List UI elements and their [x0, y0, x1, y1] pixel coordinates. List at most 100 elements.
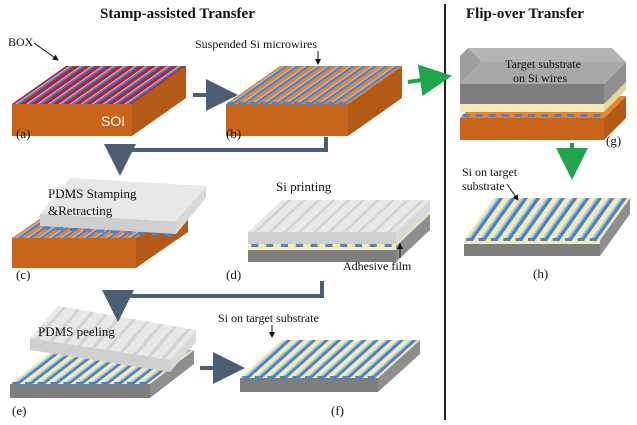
panel-g-wire-end	[514, 114, 522, 117]
stamp-transfer-title: Stamp-assisted Transfer	[100, 6, 255, 22]
panel-e-wire-end	[139, 382, 147, 385]
panel-h-wire-highlight	[516, 198, 549, 240]
panel-b-wire-highlight	[273, 66, 330, 104]
pdms-stamp-groove-wire	[386, 200, 425, 232]
panel-g-wire-end	[528, 114, 535, 117]
panel-h-wire-highlight	[528, 198, 562, 240]
panel-f-wire-highlight	[343, 340, 388, 378]
panel-g-wire-end	[593, 114, 601, 117]
soi-wafer-front	[12, 104, 132, 136]
soi-wafer-front	[12, 238, 136, 268]
target-substrate-side	[600, 198, 630, 256]
panel-e-wire-end	[126, 382, 134, 385]
panel-f-wire-end	[305, 376, 312, 379]
panel-c-diagram	[12, 178, 206, 268]
panel-a-wire-highlight	[113, 66, 169, 104]
panel-h-wire-highlight	[553, 198, 586, 240]
pdms-stamp-top	[40, 178, 206, 222]
pdms-stamp-groove-wire	[268, 200, 307, 232]
panel-f-wire-end	[317, 376, 325, 379]
pdms-stamp-groove-wire	[91, 316, 122, 349]
panel-f-wire-end	[342, 376, 350, 379]
panel-h-wire-highlight	[504, 198, 537, 240]
target-substrate-left	[460, 48, 482, 84]
pdms-stamp-wire-end	[310, 244, 318, 247]
panel-b-wire-end	[327, 102, 335, 105]
panel-a-wire-highlight	[47, 66, 104, 104]
panel-f-wire-end	[292, 376, 300, 379]
panel-e-wire-end	[63, 382, 71, 385]
si-target-h-pointer	[506, 183, 519, 201]
panel-h-wire-end	[528, 238, 535, 241]
panel-e-wire-end	[76, 382, 83, 385]
pdms-stamp-wire-end	[384, 244, 392, 247]
panel-f-wire-highlight	[243, 340, 288, 378]
panel-f-wire-end	[267, 376, 275, 379]
panel-b-wire-end	[238, 102, 246, 105]
panel-d-diagram	[248, 200, 430, 262]
pdms-stamp-wire-end	[281, 244, 288, 247]
panel-f-wire-end	[367, 376, 375, 379]
si-target-f-label: Si on target substrate	[218, 311, 319, 325]
target-substrate-top	[468, 48, 626, 62]
panel-h-wire-highlight	[479, 198, 512, 240]
box-pointer	[33, 42, 59, 61]
panel-label-f: (f)	[331, 403, 344, 418]
panel-b-wire-end	[316, 102, 324, 105]
panel-a-diagram	[12, 66, 186, 136]
panel-h-wire-highlight	[590, 198, 623, 240]
pdms-stamp-side	[396, 200, 430, 244]
pdms-stamping-label-1: PDMS Stamping	[48, 186, 137, 201]
panel-b-wire-end	[283, 102, 290, 105]
target-substrate-side	[396, 214, 430, 262]
arrow-b-to-c	[104, 137, 328, 176]
target-on-wires-label-2: on Si wires	[513, 71, 567, 85]
pdms-stamp-wire-end	[355, 244, 362, 247]
soi-wafer-side	[132, 66, 186, 136]
panel-g-wire-end	[554, 114, 562, 117]
target-substrate-side	[604, 62, 626, 104]
panel-e-wire-end	[114, 382, 122, 385]
panel-g-wire-end	[580, 114, 588, 117]
panel-e-wire-end	[50, 382, 58, 385]
panel-b-wire-highlight	[317, 66, 374, 104]
panel-e-wire-end	[101, 382, 109, 385]
panel-b-wire-end	[249, 102, 257, 105]
panel-a-wire-highlight	[80, 66, 137, 104]
soi-wafer-side	[348, 66, 402, 136]
pdms-stamp-groove-wire	[253, 200, 292, 232]
pdms-stamp-wire-end	[56, 227, 64, 231]
panel-h-wire-end	[552, 238, 560, 241]
pdms-stamp-wire-end	[295, 244, 303, 247]
soi-wafer-front	[460, 118, 604, 140]
pdms-stamp-groove-wire	[147, 326, 178, 357]
panel-f-wire-highlight	[293, 340, 338, 378]
panel-h-wire-end	[589, 238, 597, 241]
panel-b-wire-highlight	[239, 66, 296, 104]
pdms-stamp-side	[170, 330, 196, 372]
panel-e-wire-highlight	[25, 350, 73, 384]
panel-f-wire-highlight	[280, 340, 325, 378]
panel-f-wire-end	[242, 376, 250, 379]
pdms-stamp-groove-wire	[371, 200, 410, 232]
pdms-stamp-front	[30, 338, 170, 372]
panel-f-wire-highlight	[331, 340, 376, 378]
panel-h-wire-end	[490, 238, 498, 241]
pdms-stamp-groove-wire	[105, 318, 136, 351]
panel-a-wire-highlight	[124, 66, 180, 104]
target-substrate-front	[10, 384, 150, 398]
arrow-b-to-g	[407, 64, 452, 97]
pdms-peeling-label: PDMS peeling	[38, 324, 115, 339]
pdms-stamp-front	[40, 214, 176, 234]
pdms-stamp-groove-wire	[161, 328, 191, 360]
panel-h-wire-highlight	[541, 198, 574, 240]
pdms-stamp-groove-wire	[119, 321, 150, 353]
panel-b-wire-highlight	[228, 66, 285, 104]
panel-b-wire-highlight	[295, 66, 352, 104]
panel-h-diagram	[464, 198, 630, 256]
target-substrate-side	[150, 350, 194, 398]
panel-g-wire-end	[488, 114, 496, 117]
panel-h-wire-highlight	[578, 198, 611, 240]
soi-wafer-side	[604, 96, 626, 140]
